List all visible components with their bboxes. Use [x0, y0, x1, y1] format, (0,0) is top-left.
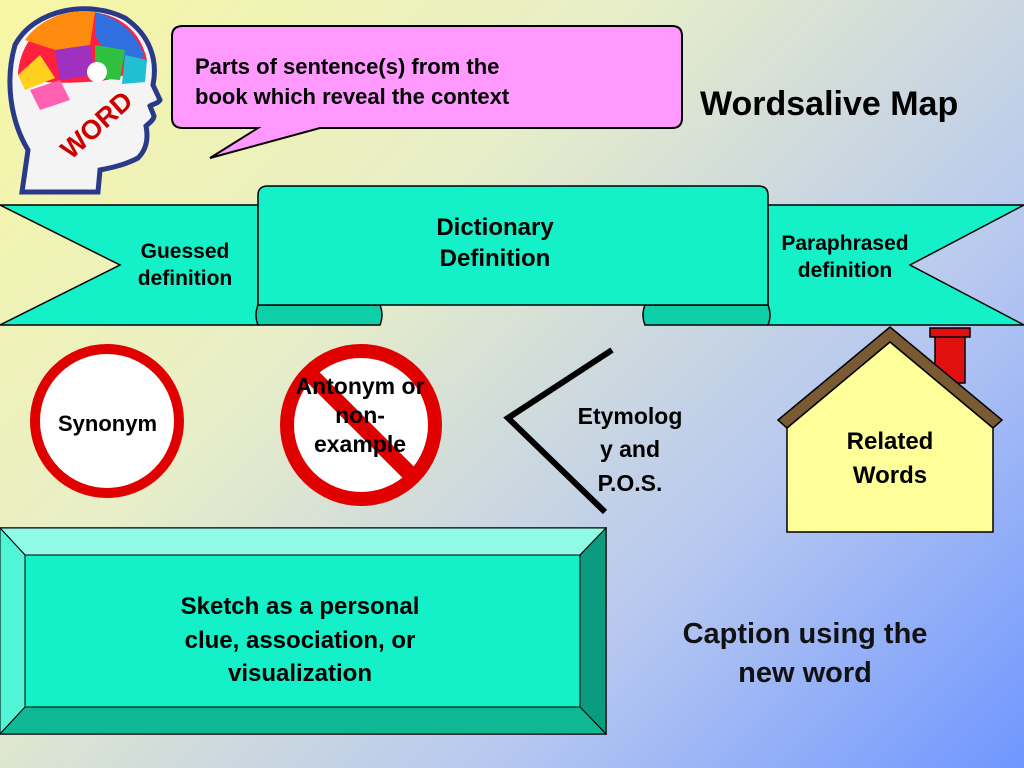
- synonym-label: Synonym: [57, 411, 158, 436]
- brain-head-icon: [7, 6, 163, 195]
- antonym-no-symbol: [280, 344, 442, 506]
- etymology-bracket: [503, 347, 614, 515]
- context-callout-bubble: [171, 25, 683, 159]
- synonym-circle: [30, 344, 184, 498]
- house-icon: [776, 326, 1004, 533]
- definition-ribbon: [0, 185, 1024, 326]
- sketch-box: [0, 526, 608, 736]
- page-title: Wordsalive Map: [700, 85, 959, 123]
